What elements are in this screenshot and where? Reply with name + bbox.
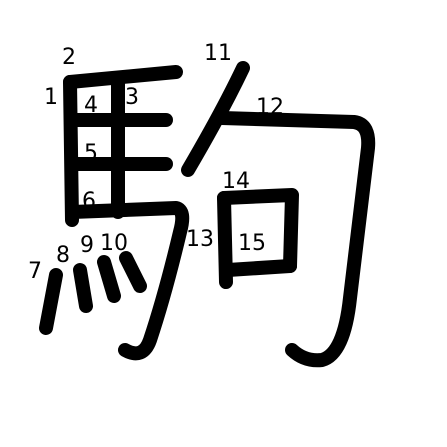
- stroke-number-7: 7: [28, 259, 42, 284]
- stroke-number-labels: 1 2 3 4 5 6 7 8 9 10 11 12 13 14 15: [28, 41, 284, 284]
- character-strokes: [39, 61, 376, 368]
- stroke-number-8: 8: [56, 243, 70, 268]
- stroke-10: [119, 251, 147, 293]
- stroke-number-2: 2: [62, 45, 76, 70]
- stroke-number-11: 11: [204, 41, 232, 66]
- stroke-9: [97, 255, 121, 303]
- stroke-7: [39, 268, 63, 335]
- stroke-number-12: 12: [256, 95, 284, 120]
- stroke-number-1: 1: [44, 85, 58, 110]
- stroke-14: [217, 188, 299, 273]
- stroke-number-4: 4: [84, 93, 98, 118]
- stroke-1: [63, 75, 79, 227]
- stroke-number-3: 3: [125, 85, 139, 110]
- stroke-15: [221, 259, 297, 277]
- stroke-number-5: 5: [84, 141, 98, 166]
- stroke-number-6: 6: [82, 189, 96, 214]
- stroke-12: [215, 111, 376, 368]
- stroke-number-9: 9: [80, 233, 94, 258]
- stroke-number-13: 13: [186, 227, 214, 252]
- stroke-number-15: 15: [238, 231, 266, 256]
- stroke-number-14: 14: [222, 169, 250, 194]
- stroke-number-10: 10: [100, 231, 128, 256]
- stroke-8: [73, 263, 93, 313]
- stroke-6: [65, 201, 190, 361]
